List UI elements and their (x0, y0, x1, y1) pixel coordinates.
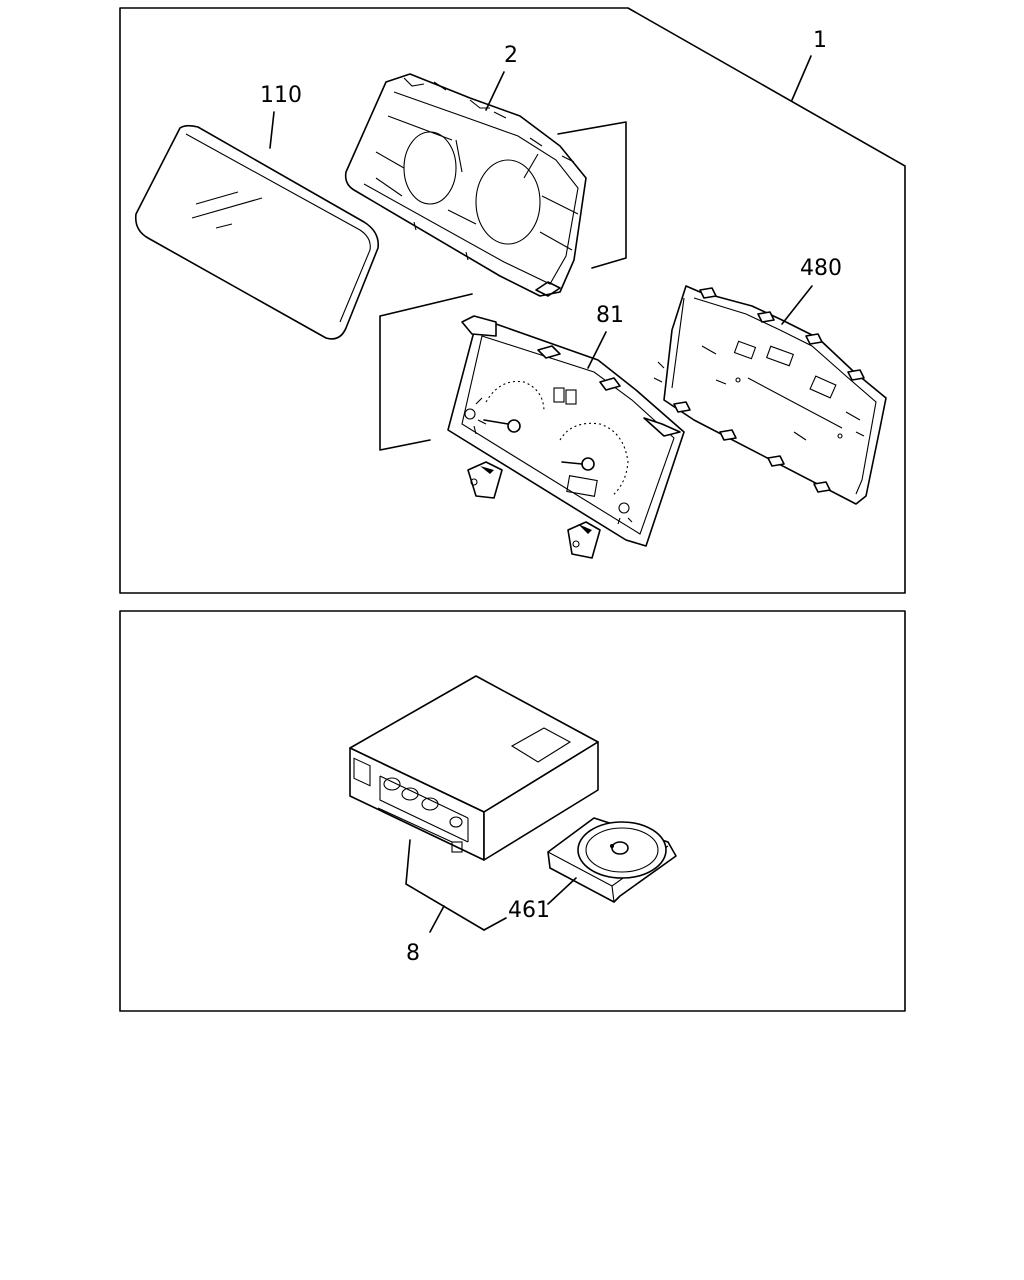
bezel-bracket-line (557, 121, 627, 269)
top-leader-lines (269, 55, 813, 369)
bottom-panel-frame (119, 610, 906, 1012)
bezel-part (344, 73, 587, 297)
callout-assembly: 1 (813, 28, 827, 53)
disc-part (547, 817, 677, 903)
top-panel-frame (119, 7, 906, 594)
callout-dial-plate: 81 (596, 303, 624, 328)
dial-bracket-line (379, 293, 473, 451)
callout-radio-unit: 8 (406, 941, 420, 966)
callout-bezel: 2 (504, 43, 518, 68)
callout-lens: 110 (260, 83, 302, 108)
circuit-board-part (653, 285, 887, 505)
callout-disc-part: 461 (508, 898, 550, 923)
callout-circuit-board: 480 (800, 256, 842, 281)
bottom-leader-lines (405, 839, 577, 933)
radio-unit-part (349, 675, 599, 861)
dial-plate-part (447, 315, 685, 559)
lens-part (134, 124, 380, 340)
